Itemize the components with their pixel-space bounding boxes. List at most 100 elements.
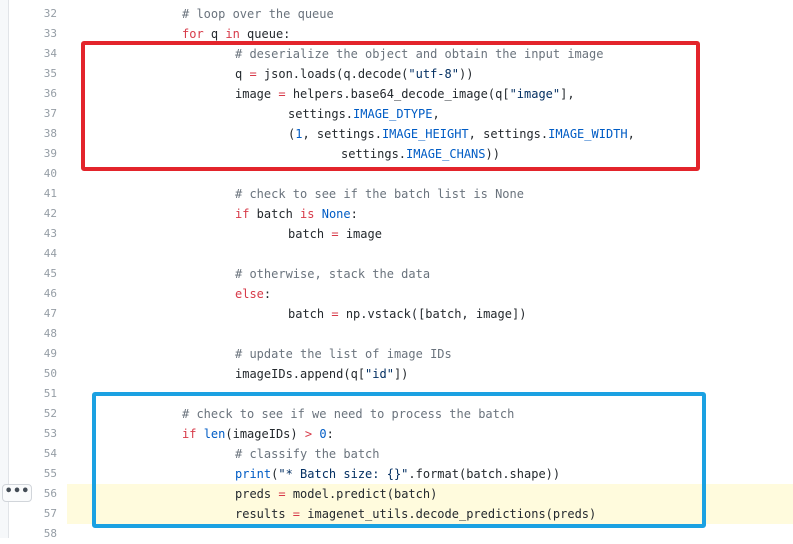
code-token: = <box>278 87 286 101</box>
code-token: = <box>331 227 339 241</box>
code-line: 40 <box>0 164 793 184</box>
line-number[interactable]: 51 <box>43 387 57 400</box>
code-line: 33 for q in queue: <box>0 24 793 44</box>
code-token: = <box>249 67 257 81</box>
code-token: None <box>321 207 351 221</box>
code-token: : <box>263 287 272 301</box>
code-line: 37 settings.IMAGE_DTYPE, <box>0 104 793 124</box>
code-token: np.vstack([batch, image]) <box>338 307 527 321</box>
code-token: IMAGE_WIDTH <box>548 127 628 141</box>
code-line: 46 else: <box>0 284 793 304</box>
line-number[interactable]: 54 <box>43 447 57 460</box>
line-number[interactable]: 43 <box>43 227 57 240</box>
code-token: print <box>235 467 272 481</box>
code-text: settings.IMAGE_DTYPE, <box>288 107 440 121</box>
blue-annotation-box <box>92 392 706 528</box>
code-token: queue: <box>239 27 291 41</box>
code-token: is <box>300 207 315 221</box>
line-number[interactable]: 49 <box>43 347 57 360</box>
line-number[interactable]: 39 <box>43 147 57 160</box>
code-token: q <box>203 27 226 41</box>
code-token: "utf-8" <box>408 67 459 81</box>
gutter-strip <box>0 0 9 538</box>
line-number[interactable]: 52 <box>43 407 57 420</box>
code-text: if batch is None: <box>235 207 358 221</box>
code-line: 32 # loop over the queue <box>0 4 793 24</box>
line-number[interactable]: 48 <box>43 327 57 340</box>
code-text: settings.IMAGE_CHANS)) <box>341 147 500 161</box>
line-number[interactable]: 56 <box>43 487 57 500</box>
line-number[interactable]: 57 <box>43 507 57 520</box>
code-token: imageIDs.append(q[ <box>235 367 366 381</box>
code-line: 58 <box>0 524 793 544</box>
code-text: imageIDs.append(q["id"]) <box>235 367 408 381</box>
line-number[interactable]: 55 <box>43 467 57 480</box>
code-token: json.loads(q.decode( <box>256 67 409 81</box>
code-token: , settings. <box>468 127 549 141</box>
code-text: results = imagenet_utils.decode_predicti… <box>235 507 596 521</box>
code-token: , <box>627 127 635 141</box>
code-line: 45 # otherwise, stack the data <box>0 264 793 284</box>
code-text: q = json.loads(q.decode("utf-8")) <box>235 67 473 81</box>
code-token <box>314 207 321 221</box>
code-line: 55 print("* Batch size: {}".format(batch.… <box>0 464 793 484</box>
code-text: # update the list of image IDs <box>235 347 452 361</box>
line-number[interactable]: 58 <box>43 527 57 540</box>
line-number[interactable]: 38 <box>43 127 57 140</box>
code-line: 34 # deserialize the object and obtain th… <box>0 44 793 64</box>
line-highlight <box>67 504 793 524</box>
code-text: # deserialize the object and obtain the … <box>235 47 603 61</box>
code-token: "* Batch size: {}" <box>278 467 409 481</box>
code-token: else <box>235 287 264 301</box>
line-number[interactable]: 53 <box>43 427 57 440</box>
code-line: 43 batch = image <box>0 224 793 244</box>
code-token: if <box>235 207 250 221</box>
more-options-button[interactable]: ••• <box>2 484 32 502</box>
code-text: # classify the batch <box>235 447 380 461</box>
code-text: image = helpers.base64_decode_image(q["i… <box>235 87 575 101</box>
line-number[interactable]: 44 <box>43 247 57 260</box>
code-line: 54 # classify the batch <box>0 444 793 464</box>
code-token: imagenet_utils.decode_predictions(preds) <box>300 507 597 521</box>
line-number[interactable]: 45 <box>43 267 57 280</box>
line-number[interactable]: 47 <box>43 307 57 320</box>
code-text: # loop over the queue <box>182 7 334 21</box>
code-text: # otherwise, stack the data <box>235 267 430 281</box>
line-number[interactable]: 41 <box>43 187 57 200</box>
code-token: ( <box>271 467 279 481</box>
line-number[interactable]: 36 <box>43 87 57 100</box>
code-token: if <box>182 427 197 441</box>
line-number[interactable]: 34 <box>43 47 57 60</box>
code-token: model.predict(batch) <box>285 487 438 501</box>
line-number[interactable]: 33 <box>43 27 57 40</box>
line-number[interactable]: 40 <box>43 167 57 180</box>
line-number[interactable]: 35 <box>43 67 57 80</box>
code-text: for q in queue: <box>182 27 290 41</box>
code-token: image <box>235 87 279 101</box>
code-line: 57 results = imagenet_utils.decode_predic… <box>0 504 793 524</box>
code-token: batch <box>288 227 332 241</box>
line-number[interactable]: 37 <box>43 107 57 120</box>
code-line: 35 q = json.loads(q.decode("utf-8")) <box>0 64 793 84</box>
code-token: helpers.base64_decode_image(q[ <box>285 87 510 101</box>
code-token: "id" <box>365 367 394 381</box>
line-number[interactable]: 46 <box>43 287 57 300</box>
code-line: 52# check to see if we need to process t… <box>0 404 793 424</box>
code-token: "image" <box>509 87 561 101</box>
code-text: print("* Batch size: {}".format(batch.sh… <box>235 467 560 481</box>
line-number[interactable]: 42 <box>43 207 57 220</box>
code-token: # deserialize the object and obtain the … <box>235 47 604 61</box>
code-line: 51 <box>0 384 793 404</box>
code-token: in <box>225 27 240 41</box>
code-token: batch <box>288 307 332 321</box>
line-number[interactable]: 50 <box>43 367 57 380</box>
line-number[interactable]: 32 <box>43 7 57 20</box>
code-line: 36 image = helpers.base64_decode_image(q[… <box>0 84 793 104</box>
code-line: 38(1, settings.IMAGE_HEIGHT, settings.IM… <box>0 124 793 144</box>
code-line: 48 <box>0 324 793 344</box>
code-line: 42 if batch is None: <box>0 204 793 224</box>
code-text: batch = image <box>288 227 382 241</box>
